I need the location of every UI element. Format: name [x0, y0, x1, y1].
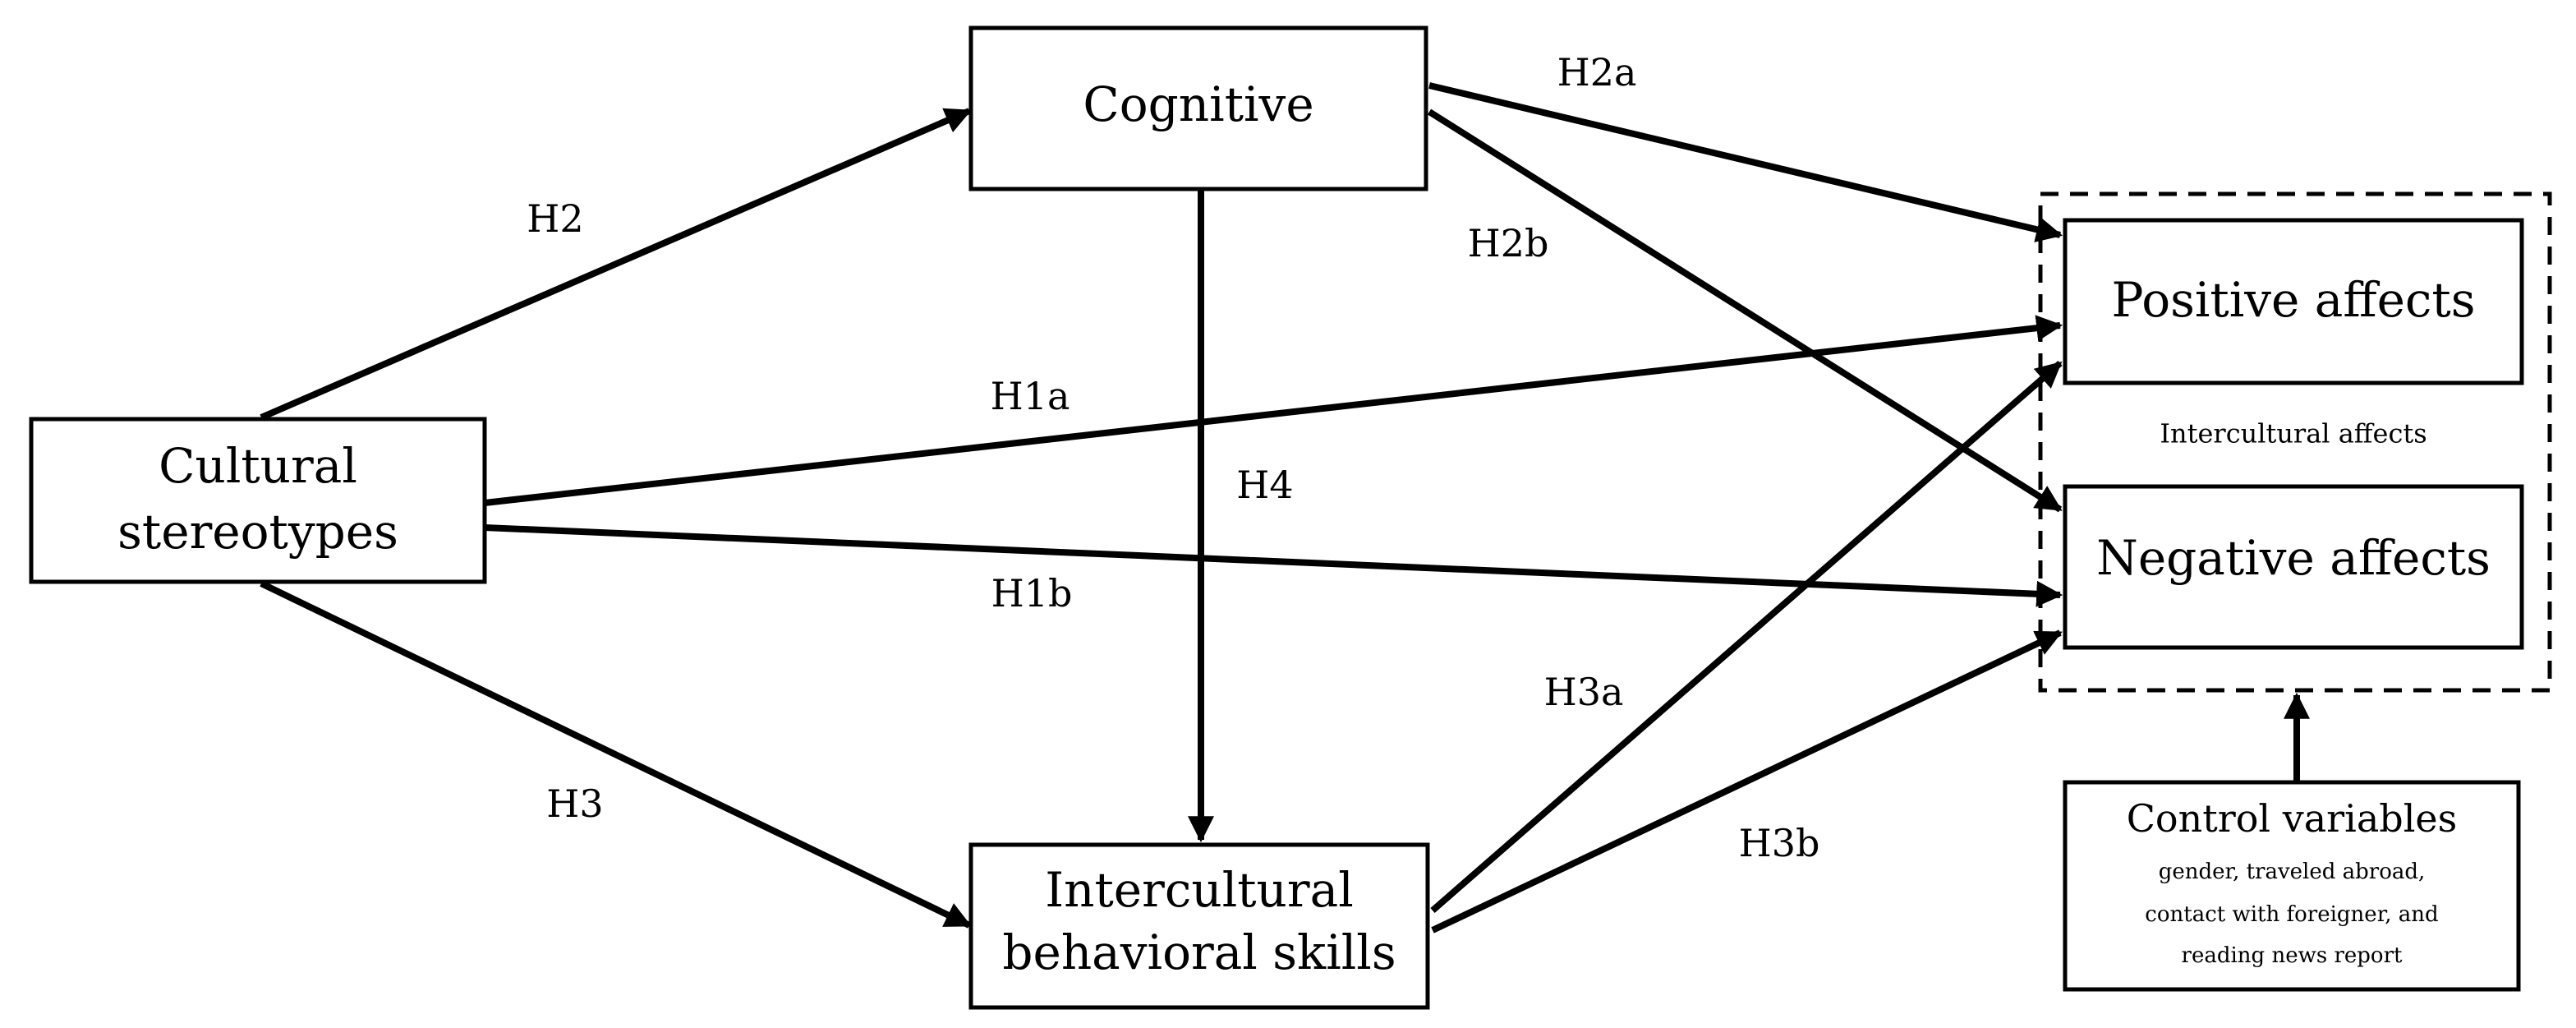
- label-h3a: H3a: [1544, 670, 1624, 714]
- node-cultural-stereotypes: Cultural stereotypes: [29, 417, 487, 584]
- edge-h2: [260, 108, 972, 421]
- control-variables-title: Control variables: [2127, 796, 2458, 841]
- label-h1a: H1a: [991, 374, 1070, 418]
- edge-h3: [260, 580, 972, 929]
- control-variables-detail-1: gender, traveled abroad,: [2159, 860, 2426, 884]
- label-h2b: H2b: [1468, 221, 1549, 265]
- edge-h3b: [1431, 629, 2063, 933]
- edge-h3a: [1430, 360, 2063, 914]
- control-variables-detail-2: contact with foreigner, and: [2145, 902, 2438, 927]
- node-negative-affects: Negative affects: [2063, 484, 2524, 650]
- intercultural-affects-label: Intercultural affects: [2160, 418, 2426, 449]
- label-h1b: H1b: [991, 571, 1073, 615]
- node-positive-affects: Positive affects: [2063, 218, 2524, 385]
- label-h2a: H2a: [1557, 50, 1637, 95]
- label-h2: H2: [527, 196, 583, 241]
- edge-h1b: [484, 524, 2063, 607]
- node-ibs-line2: behavioral skills: [1002, 924, 1396, 980]
- edge-h1a: [484, 315, 2063, 506]
- node-negative-affects-label: Negative affects: [2096, 530, 2491, 586]
- node-ibs-line1: Intercultural: [1045, 862, 1354, 918]
- edge-h2b: [1427, 108, 2063, 513]
- node-cultural-stereotypes-line1: Cultural: [159, 438, 357, 494]
- label-h3: H3: [546, 781, 603, 826]
- node-intercultural-behavioral-skills: Intercultural behavioral skills: [968, 842, 1430, 1010]
- intercultural-affects-group: [2038, 191, 2552, 693]
- node-cognitive-label: Cognitive: [1083, 76, 1313, 132]
- node-positive-affects-label: Positive affects: [2112, 272, 2476, 328]
- node-control-variables: Control variables gender, traveled abroa…: [2063, 780, 2521, 992]
- edge-h2a: [1428, 82, 2063, 242]
- node-cultural-stereotypes-line2: stereotypes: [117, 504, 398, 560]
- label-h4: H4: [1236, 463, 1293, 507]
- node-cognitive: Cognitive: [968, 25, 1428, 191]
- control-variables-detail-3: reading news report: [2182, 943, 2403, 968]
- label-h3b: H3b: [1739, 821, 1820, 865]
